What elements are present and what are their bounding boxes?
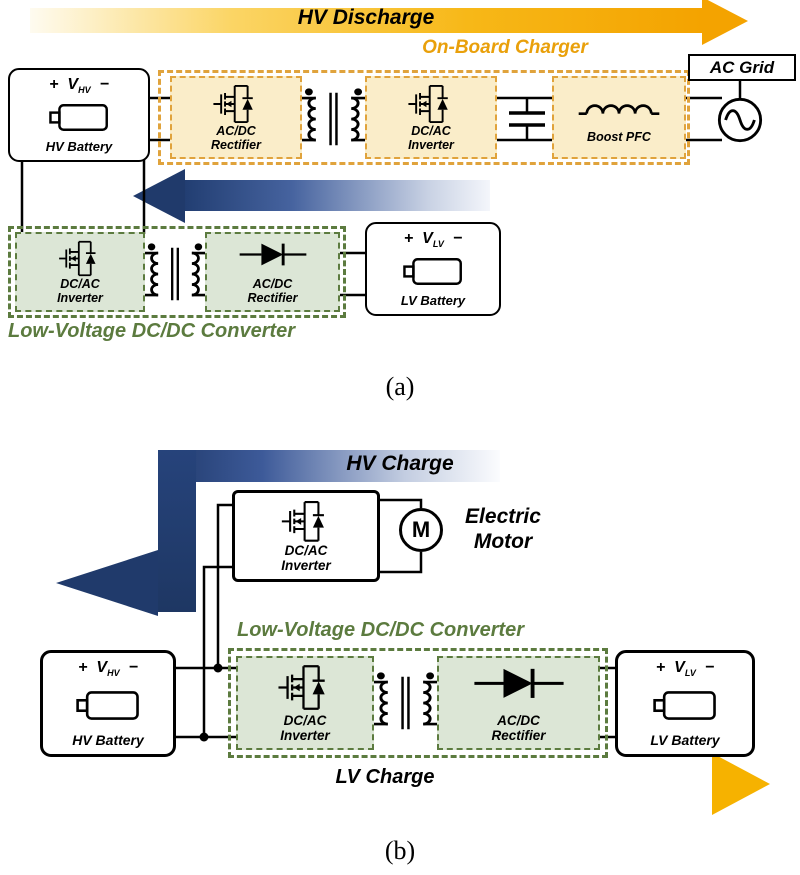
block-acdc-rectifier-a: AC/DC Rectifier [170, 76, 302, 159]
navy-arrowhead-icon [133, 169, 185, 223]
transformer-icon [374, 670, 437, 731]
ac-grid-label: AC Grid [709, 57, 775, 77]
block-label: AC/DC Rectifier [247, 277, 298, 305]
lv-dcdc-converter-group-a [8, 226, 346, 318]
mosfet-icon [407, 84, 449, 124]
block-label: DC/AC Inverter [281, 542, 331, 573]
hv-charge-arrowhead-icon [56, 550, 158, 616]
ac-source-icon [717, 97, 763, 143]
transformer-icon [302, 86, 365, 147]
lv-charge-arrowhead-icon [712, 753, 770, 815]
hv-battery-voltage: + VHV − [78, 660, 138, 678]
mosfet-icon [212, 84, 254, 124]
minus-sign: − [99, 76, 109, 93]
lv-battery-voltage: + VLV − [404, 231, 462, 249]
figure-a-wires [20, 81, 742, 297]
hv-discharge-arrowhead-icon [702, 0, 748, 45]
lv-dcdc-converter-group-b [228, 648, 608, 758]
hv-battery-voltage: + VHV − [49, 77, 109, 95]
hv-battery-box-b: + VHV − HV Battery [40, 650, 176, 757]
diode-icon [237, 242, 308, 267]
minus-sign: − [452, 230, 463, 247]
mosfet-icon [58, 240, 97, 277]
block-lv-acdc-rectifier-a: AC/DC Rectifier [205, 232, 340, 312]
block-boost-pfc: Boost PFC [552, 76, 686, 159]
voltage-symbol: VHV [96, 659, 120, 679]
hv-charge-return-arrow [185, 180, 490, 211]
voltage-symbol: VLV [422, 230, 444, 250]
voltage-symbol: VHV [67, 76, 91, 96]
block-label: AC/DC Rectifier [210, 124, 262, 152]
mosfet-icon [280, 501, 325, 542]
minus-sign: − [128, 659, 138, 676]
electric-motor-label: Electric Motor [465, 505, 541, 554]
lv-battery-label: LV Battery [400, 293, 466, 308]
block-label: Boost PFC [587, 129, 651, 144]
figure-b-wires [176, 498, 616, 742]
block-lv-acdc-rectifier-b: AC/DC Rectifier [437, 656, 600, 750]
on-board-charger-group [158, 70, 690, 165]
minus-sign: − [704, 659, 715, 676]
inductor-icon [577, 103, 661, 115]
battery-icon [653, 690, 716, 720]
block-label: DC/AC Inverter [57, 277, 103, 305]
battery-icon [49, 103, 108, 131]
hv-discharge-label: HV Discharge [297, 6, 435, 29]
hv-charge-arrow-horizontal [160, 450, 500, 482]
mosfet-icon [277, 665, 326, 710]
lv-converter-label-a: Low-Voltage DC/DC Converter [8, 320, 296, 342]
lv-battery-box-b: + VLV − LV Battery [615, 650, 755, 757]
junction-dot [199, 732, 209, 742]
hv-charge-label: HV Charge [346, 452, 454, 475]
lv-battery-label: LV Battery [650, 732, 720, 748]
caption-a: (a) [385, 372, 415, 401]
block-traction-inverter-b: DC/AC Inverter [232, 490, 380, 582]
motor-icon: M [399, 508, 443, 552]
plus-sign: + [655, 659, 666, 676]
lv-charge-label: LV Charge [335, 766, 435, 788]
block-label: DC/AC Inverter [280, 712, 330, 743]
lv-battery-voltage: + VLV − [656, 660, 714, 678]
block-label: AC/DC Rectifier [491, 712, 546, 743]
voltage-symbol: VLV [674, 659, 696, 679]
block-lv-dcac-inverter-a: DC/AC Inverter [15, 232, 145, 312]
hv-battery-label: HV Battery [45, 139, 113, 154]
battery-icon [76, 690, 139, 720]
hv-battery-label: HV Battery [72, 732, 144, 748]
block-label: DC/AC Inverter [408, 124, 454, 152]
caption-b: (b) [384, 836, 416, 865]
block-dcac-inverter-a: DC/AC Inverter [365, 76, 497, 159]
plus-sign: + [49, 76, 59, 93]
plus-sign: + [403, 230, 414, 247]
hv-battery-box-a: + VHV − HV Battery [8, 68, 150, 162]
battery-icon [403, 257, 462, 285]
hv-charge-arrow-vertical [158, 450, 196, 612]
plus-sign: + [78, 659, 88, 676]
hv-discharge-arrow [30, 8, 702, 33]
transformer-icon [145, 241, 205, 302]
ac-grid-box: AC Grid [688, 54, 796, 81]
diode-icon [471, 666, 566, 700]
on-board-charger-label: On-Board Charger [422, 37, 588, 58]
block-lv-dcac-inverter-b: DC/AC Inverter [236, 656, 374, 750]
lv-battery-box-a: + VLV − LV Battery [365, 222, 501, 316]
motor-letter: M [411, 517, 431, 542]
junction-dot [213, 663, 223, 673]
lv-converter-label-b: Low-Voltage DC/DC Converter [237, 619, 525, 641]
